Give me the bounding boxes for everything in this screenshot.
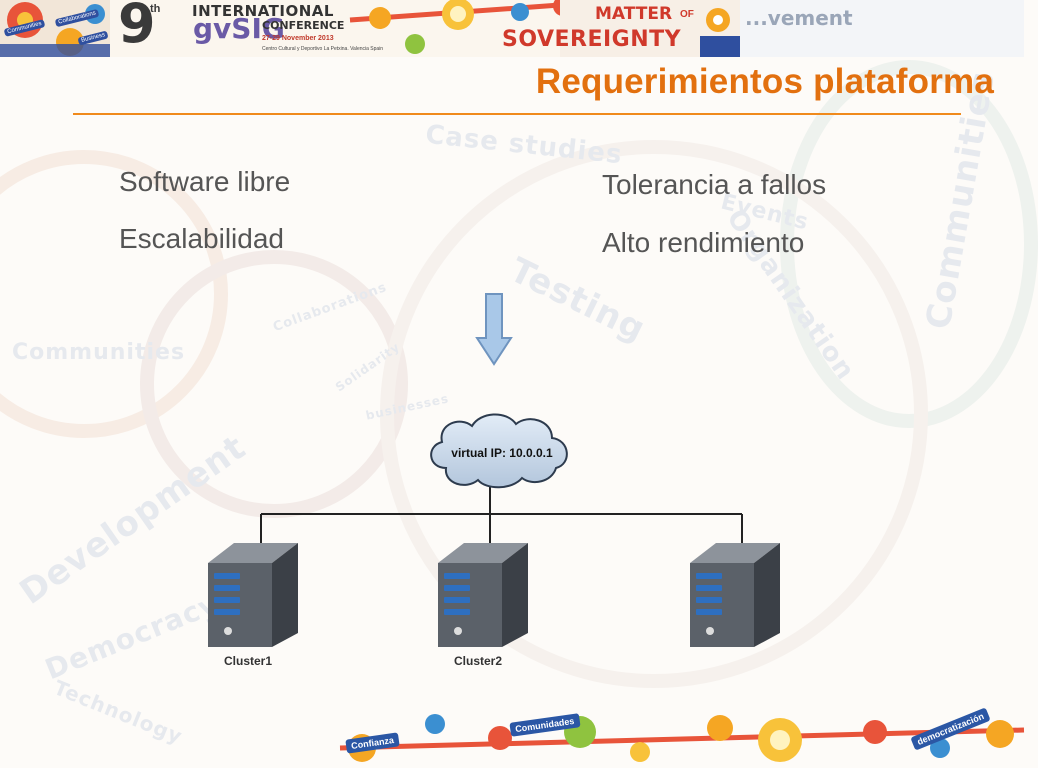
requirement-item: Escalabilidad bbox=[119, 223, 284, 254]
requirement-item: Software libre bbox=[119, 166, 291, 197]
conference-banner: 9 th INTERNATIONAL gvSIG CONFERENCE 27-2… bbox=[0, 0, 1024, 57]
banner-international: INTERNATIONAL bbox=[192, 2, 334, 20]
requirement-item: Alto rendimiento bbox=[602, 227, 805, 258]
banner-dates: 27-29 November 2013 bbox=[262, 35, 334, 42]
server-icon bbox=[690, 543, 780, 647]
cloud-icon bbox=[430, 413, 568, 489]
motto-matter: MATTER bbox=[595, 4, 673, 24]
banner-tag: ...vement bbox=[745, 6, 853, 30]
banner-conference: CONFERENCE bbox=[262, 19, 345, 32]
footer-art-icon bbox=[339, 714, 1025, 762]
banner-art-icon bbox=[0, 0, 1024, 57]
banner-venue: Centro Cultural y Deportivo La Petxina. … bbox=[262, 46, 384, 52]
down-arrow-icon bbox=[475, 293, 513, 366]
cluster-label: Cluster2 bbox=[454, 654, 503, 668]
edition-number: 9 bbox=[118, 0, 156, 55]
cluster-label: Cluster1 bbox=[224, 654, 273, 668]
motto-sovereignty: SOVEREIGNTY bbox=[502, 27, 682, 52]
requirement-item: Tolerancia a fallos bbox=[602, 169, 827, 200]
server-icon bbox=[438, 543, 528, 647]
slide-title: Requerimientos plataforma bbox=[535, 62, 994, 101]
bg-word: Communities bbox=[12, 340, 186, 365]
server-icon bbox=[208, 543, 298, 647]
motto-of: OF bbox=[680, 9, 694, 20]
title-underline bbox=[73, 113, 961, 115]
virtual-ip-label: virtual IP: 10.0.0.1 bbox=[451, 446, 553, 460]
gvsig-logo: gvSIG bbox=[193, 12, 285, 45]
footer-decoration: Confianza Comunidades democratización bbox=[339, 707, 1025, 768]
edition-suffix: th bbox=[150, 3, 161, 15]
